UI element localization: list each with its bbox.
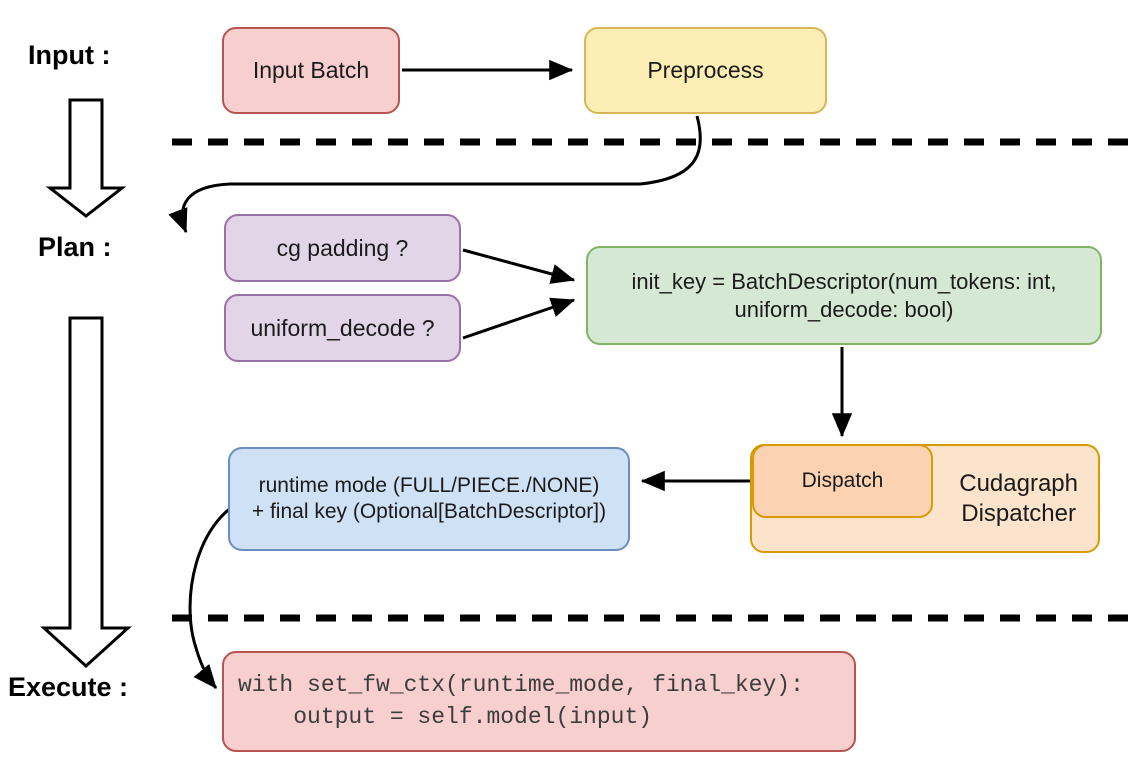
node-uniform-decode[interactable]: uniform_decode ? xyxy=(224,294,461,362)
connector-uniform-decode-to-init-key xyxy=(462,297,576,340)
node-dispatch[interactable]: Dispatch xyxy=(752,444,933,518)
node-execute-code[interactable]: with set_fw_ctx(runtime_mode, final_key)… xyxy=(222,651,856,752)
node-runtime-mode[interactable]: runtime mode (FULL/PIECE./NONE) + final … xyxy=(228,447,630,551)
plan-to-execute-block-arrow xyxy=(40,316,132,669)
node-input-batch[interactable]: Input Batch xyxy=(222,27,400,114)
node-execute-code-label: with set_fw_ctx(runtime_mode, final_key)… xyxy=(238,672,804,730)
node-input-batch-label: Input Batch xyxy=(252,57,370,84)
stage-label-input: Input : xyxy=(28,40,111,70)
node-init-key-label: init_key = BatchDescriptor(num_tokens: i… xyxy=(631,269,1057,322)
node-cg-padding-label: cg padding ? xyxy=(276,234,409,261)
node-cudagraph-dispatcher-label: Cudagraph Dispatcher xyxy=(959,469,1078,527)
input-to-plan-block-arrow xyxy=(45,98,127,218)
node-runtime-mode-label: runtime mode (FULL/PIECE./NONE) + final … xyxy=(251,473,607,523)
node-preprocess[interactable]: Preprocess xyxy=(584,27,827,114)
node-preprocess-label: Preprocess xyxy=(647,57,764,84)
node-dispatch-label: Dispatch xyxy=(801,468,884,492)
node-cg-padding[interactable]: cg padding ? xyxy=(224,214,461,282)
stage-label-execute: Execute : xyxy=(8,672,129,702)
stage-label-plan: Plan : xyxy=(38,232,112,262)
node-uniform-decode-label: uniform_decode ? xyxy=(250,314,435,341)
node-init-key[interactable]: init_key = BatchDescriptor(num_tokens: i… xyxy=(586,246,1102,345)
connector-cg-padding-to-init-key xyxy=(462,248,576,284)
